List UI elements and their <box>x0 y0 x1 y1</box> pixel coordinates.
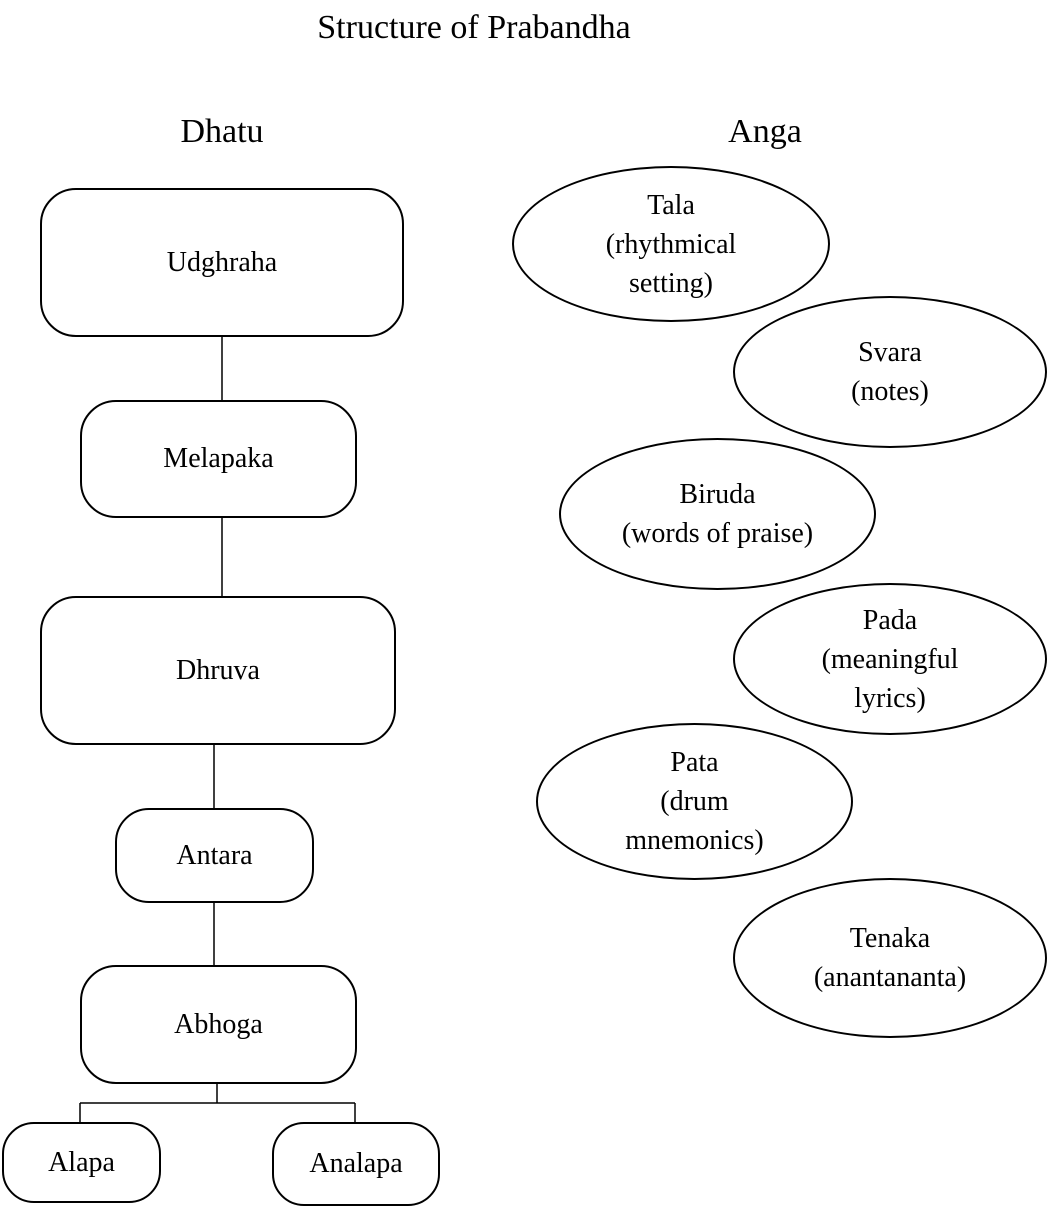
pada-name: Pada <box>862 604 918 636</box>
dhruva-label: Dhruva <box>176 654 260 686</box>
tala-desc-line2: setting) <box>629 267 713 299</box>
melapaka-label: Melapaka <box>163 443 274 474</box>
udghraha-label: Udghraha <box>166 246 278 278</box>
pata-name: Pata <box>670 747 719 778</box>
antara-label: Antara <box>176 839 253 871</box>
abhoga-label: Abhoga <box>174 1008 263 1040</box>
svara-ellipse: Svara (notes) <box>733 296 1047 448</box>
pada-ellipse: Pada (meaningful lyrics) <box>733 583 1047 735</box>
tala-desc-line1: (rhythmical <box>605 228 737 260</box>
dhruva-box: Dhruva <box>40 596 396 745</box>
analapa-box: Analapa <box>272 1122 440 1206</box>
pata-desc-line2: mnemonics) <box>625 825 764 856</box>
pata-desc-line1: (drum <box>660 786 729 817</box>
svara-name: Svara <box>858 337 922 368</box>
melapaka-box: Melapaka <box>80 400 357 518</box>
tenaka-desc: (anantananta) <box>813 962 967 993</box>
svara-desc: (notes) <box>851 376 929 407</box>
alapa-label: Alapa <box>48 1146 115 1178</box>
analapa-label: Analapa <box>309 1148 403 1179</box>
pada-desc-line1: (meaningful <box>821 643 959 675</box>
biruda-name: Biruda <box>679 479 756 510</box>
pada-desc-line2: lyrics) <box>854 682 926 714</box>
tala-ellipse: Tala (rhythmical setting) <box>512 166 830 322</box>
abhoga-box: Abhoga <box>80 965 357 1084</box>
dhatu-heading: Dhatu <box>180 113 264 150</box>
udghraha-box: Udghraha <box>40 188 404 337</box>
diagram-title: Structure of Prabandha <box>317 9 631 46</box>
tenaka-ellipse: Tenaka (anantananta) <box>733 878 1047 1038</box>
alapa-box: Alapa <box>2 1122 161 1203</box>
tenaka-name: Tenaka <box>849 923 931 954</box>
pata-ellipse: Pata (drum mnemonics) <box>536 723 853 880</box>
anga-heading: Anga <box>728 113 802 150</box>
biruda-desc: (words of praise) <box>621 518 814 549</box>
tala-name: Tala <box>647 189 695 221</box>
antara-box: Antara <box>115 808 314 903</box>
biruda-ellipse: Biruda (words of praise) <box>559 438 876 590</box>
